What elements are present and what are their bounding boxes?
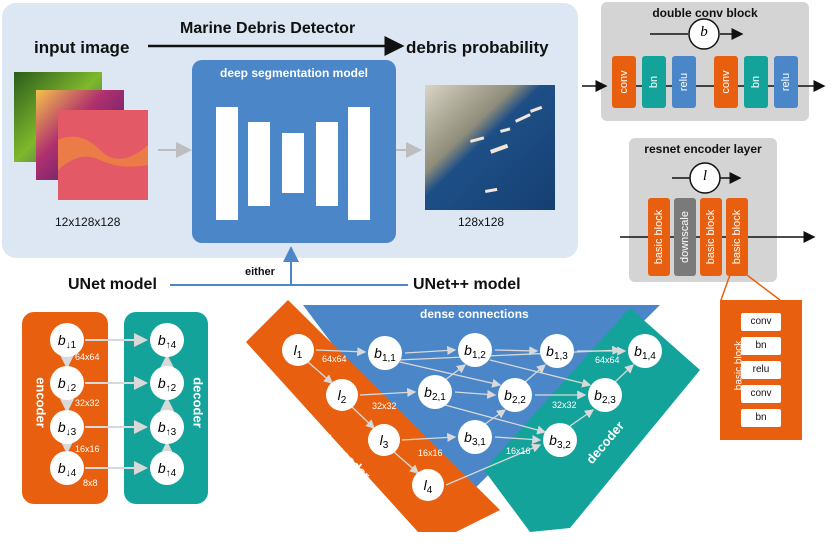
basic-block-conv: conv [741,385,781,403]
unetpp-size-left-2: 32x32 [372,401,397,411]
unet-encoder-node-2 [50,366,84,400]
unetpp-node-1-4 [628,334,662,368]
unetpp-size-right-1: 64x64 [595,355,620,365]
unet-model-label: UNet model [68,276,157,293]
unetpp-node-2-3 [588,378,622,412]
double-conv-b: b [700,24,708,40]
unet-size-2: 32x32 [75,398,100,408]
unetpp-encoder-node-2-label: l2 [338,387,347,406]
model-bars [216,107,370,220]
unet-size-4: 8x8 [83,478,98,488]
unet-encoder-node-4 [50,451,84,485]
unetpp-node-3-1 [458,420,492,454]
unetpp-encoder-node-4-label: l4 [424,477,433,496]
input-dims: 12x128x128 [55,215,121,229]
unetpp-encoder-node-1 [282,334,314,366]
resnet-layer-l: l [702,168,708,184]
double-conv-layer-relu: relu [672,56,696,108]
unet-encoder-label: encoder [33,377,49,428]
unetpp-size-right-2: 32x32 [552,400,577,410]
unetpp-node-2-2 [498,378,532,412]
input-image-stack [14,72,148,200]
basic-block-bn: bn [741,409,781,427]
unet-decoder-label: decoder [190,377,206,428]
unet-decoder-node-2 [150,366,184,400]
basic-block-conv: conv [741,313,781,331]
double-conv-layer-relu: relu [774,56,798,108]
unetpp-node-1-3 [540,334,574,368]
double-conv-layer-bn: bn [744,56,768,108]
unetpp-encoder-node-3-label: l3 [380,432,389,451]
diagram-title: Marine Debris Detector [180,20,356,37]
unet-encoder-node-3 [50,410,84,444]
unetpp-encoder-node-3 [368,424,400,456]
resnet-layer-basic-block: basic block [726,198,748,276]
model-label: deep segmentation model [219,66,369,80]
resnet-layer-title: resnet encoder layer [644,142,762,156]
output-image [425,85,555,210]
double-conv-symbol [688,18,720,50]
dense-connections-label: dense connections [420,307,529,321]
unetpp-node-2-1 [418,375,452,409]
unetpp-encoder-node-1-label: l1 [294,342,303,361]
unetpp-size-left-1: 64x64 [322,354,347,364]
basic-block-bn: bn [741,337,781,355]
double-conv-title: double conv block [652,6,758,20]
input-image-label: input image [34,38,130,57]
unet-size-1: 64x64 [75,352,100,362]
unet-size-3: 16x16 [75,444,100,454]
unet-decoder-node-1 [150,323,184,357]
double-conv-layer-bn: bn [642,56,666,108]
unet-encoder-node-1 [50,323,84,357]
resnet-layer-symbol [689,162,721,194]
unet-side-mark: x3 [3,390,14,401]
unetpp-encoder-node-4 [412,469,444,501]
basic-block-relu: relu [741,361,781,379]
unetpp-node-1-1 [368,336,402,370]
either-label: either [245,266,275,278]
unetpp-size-right-3: 16x16 [506,446,531,456]
resnet-layer-basic-block: basic block [648,198,670,276]
resnet-layer-basic-block: basic block [700,198,722,276]
unetpp-node-1-2 [458,333,492,367]
unet-decoder-node-3 [150,410,184,444]
unetpp-encoder-node-2 [326,379,358,411]
output-label: debris probability [406,38,549,57]
output-dims: 128x128 [458,215,505,229]
unet-decoder-node-4 [150,451,184,485]
resnet-layer-downscale: downscale [674,198,696,276]
unetpp-node-3-2 [543,423,577,457]
double-conv-layer-conv: conv [612,56,636,108]
unetpp-size-left-3: 16x16 [418,448,443,458]
double-conv-layer-conv: conv [714,56,738,108]
unetpp-model-label: UNet++ model [413,276,521,293]
